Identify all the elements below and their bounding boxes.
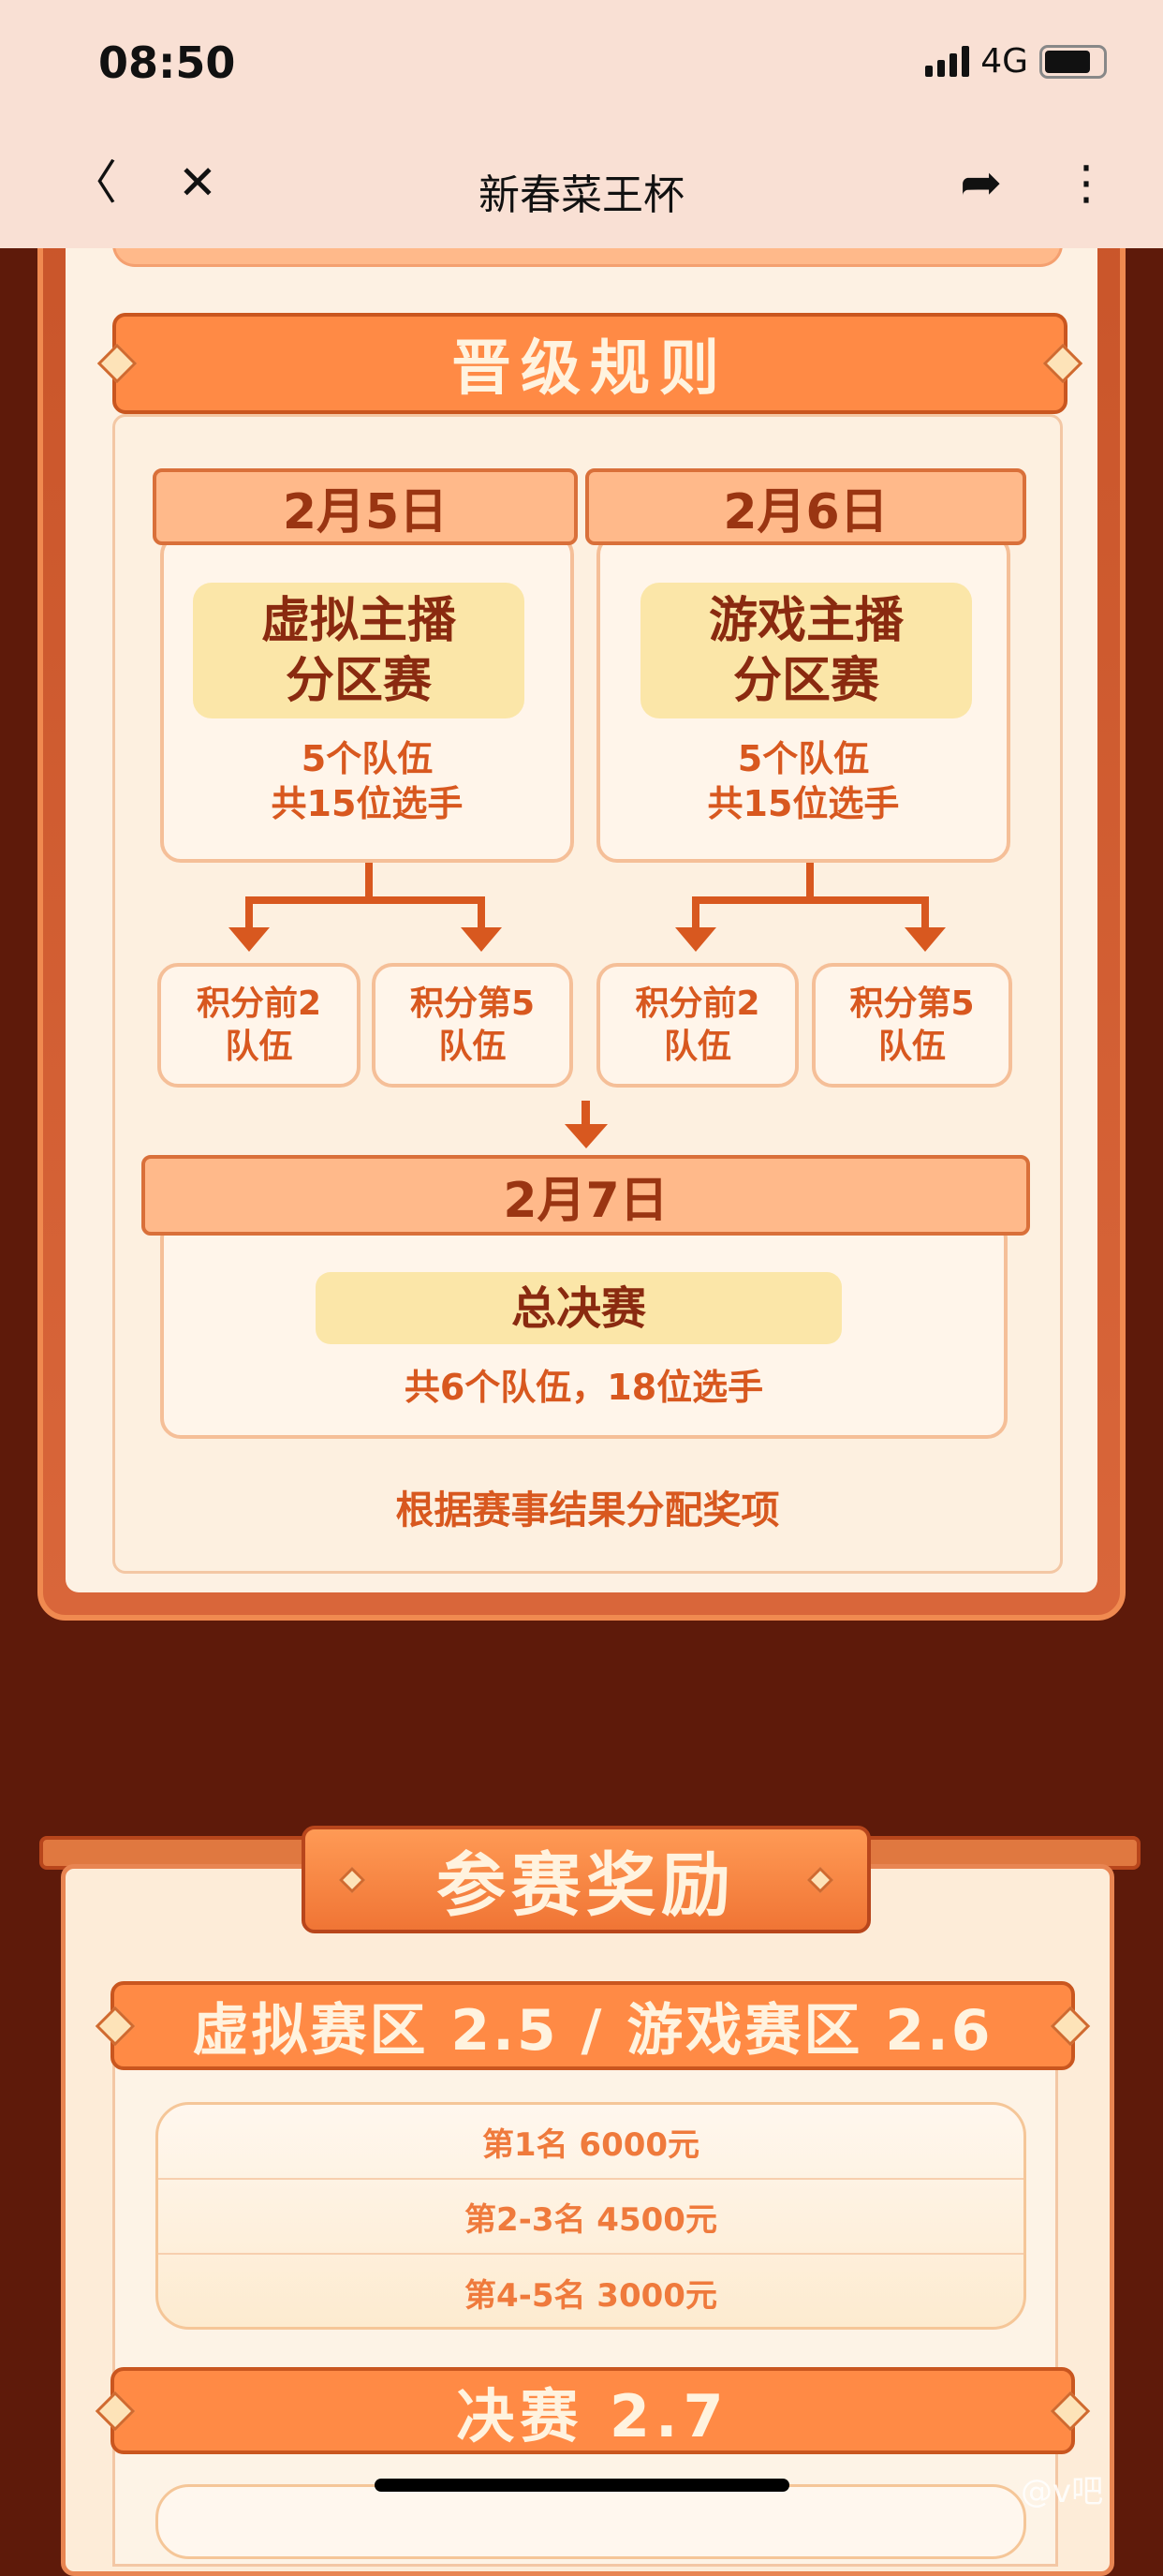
division-banner: 虚拟赛区 2.5 / 游戏赛区 2.6 xyxy=(95,1981,1091,2070)
rules-note: 根据赛事结果分配奖项 xyxy=(395,1488,780,1532)
more-icon[interactable]: ⋮ xyxy=(1063,155,1110,210)
connector-line xyxy=(696,896,925,904)
arrow-down-icon xyxy=(905,927,946,952)
browser-header: 08:50 4G 〈 ✕ 新春菜王杯 ➦ ⋮ xyxy=(0,0,1163,248)
network-type: 4G xyxy=(980,42,1028,81)
arrow-down-icon xyxy=(565,1124,608,1148)
day2-event: 游戏主播 分区赛 xyxy=(640,583,972,718)
arrow-down-icon xyxy=(228,927,270,952)
watermark: @v吧 xyxy=(1021,2473,1104,2510)
day2-event-line1: 游戏主播 xyxy=(708,592,904,649)
day1-event-line2: 分区赛 xyxy=(285,652,432,709)
connector-line xyxy=(478,896,485,929)
day2-info: 5个队伍 共15位选手 xyxy=(596,736,1010,826)
connector-line xyxy=(921,896,929,929)
connector-line xyxy=(692,896,699,929)
rules-title: 晋级规则 xyxy=(451,334,729,404)
day2-date: 2月6日 xyxy=(585,468,1026,545)
day2-teams: 5个队伍 xyxy=(737,738,870,779)
page-title: 新春菜王杯 xyxy=(478,171,685,219)
chevron-left-icon[interactable]: 〈 xyxy=(70,155,117,210)
division-title: 虚拟赛区 2.5 / 游戏赛区 2.6 xyxy=(192,1998,994,2064)
connector-line xyxy=(582,1101,590,1127)
final-title: 决赛 2.7 xyxy=(456,2381,729,2450)
status-icons: 4G xyxy=(925,42,1107,81)
rewards-banner: 参赛奖励 xyxy=(302,1826,871,1933)
share-icon[interactable]: ➦ xyxy=(960,153,1003,212)
connector-line xyxy=(245,896,253,929)
final-prize-table xyxy=(155,2484,1026,2559)
status-time: 08:50 xyxy=(98,37,236,88)
home-indicator[interactable] xyxy=(375,2479,789,2492)
connector-line xyxy=(365,863,373,902)
day2-players: 共15位选手 xyxy=(707,783,900,824)
star-ornament-icon xyxy=(806,1866,834,1893)
day1-date: 2月5日 xyxy=(153,468,578,545)
day1-teams: 5个队伍 xyxy=(301,738,434,779)
arrow-down-icon xyxy=(461,927,502,952)
arrow-down-icon xyxy=(675,927,716,952)
day1-event-line1: 虚拟主播 xyxy=(260,592,456,649)
final-date: 2月7日 xyxy=(141,1155,1030,1236)
prize-row: 第2-3名 4500元 xyxy=(158,2180,1023,2255)
prize-row: 第1名 6000元 xyxy=(158,2105,1023,2180)
star-ornament-icon xyxy=(338,1866,366,1893)
connector-line xyxy=(249,896,485,904)
rewards-title: 参赛奖励 xyxy=(436,1845,736,1926)
final-banner: 决赛 2.7 xyxy=(95,2367,1091,2454)
battery-icon xyxy=(1039,44,1107,79)
close-icon[interactable]: ✕ xyxy=(178,155,217,210)
day1-info: 5个队伍 共15位选手 xyxy=(160,736,574,826)
day1-players: 共15位选手 xyxy=(271,783,464,824)
prize-row: 第4-5名 3000元 xyxy=(464,2276,717,2315)
division-prize-table: 第1名 6000元 第2-3名 4500元 第4-5名 3000元 xyxy=(155,2102,1026,2330)
day1-event: 虚拟主播 分区赛 xyxy=(193,583,524,718)
connector-line xyxy=(806,863,814,902)
final-event: 总决赛 xyxy=(316,1272,842,1344)
signal-icon xyxy=(925,46,970,77)
final-summary: 共6个队伍，18位选手 xyxy=(404,1367,764,1408)
day2-event-line2: 分区赛 xyxy=(732,652,879,709)
rules-banner: 晋级规则 xyxy=(96,313,1083,414)
